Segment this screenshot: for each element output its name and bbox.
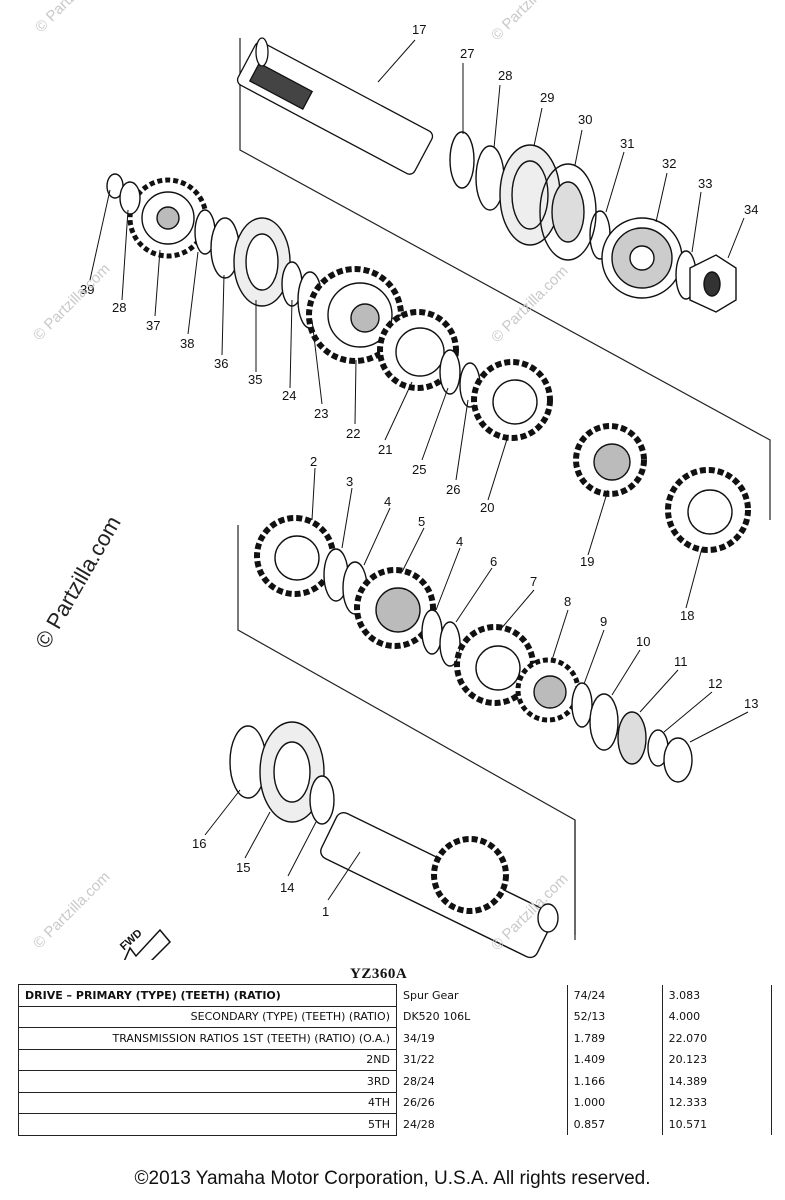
callout-number: 5: [418, 514, 425, 529]
spec-ratio: 10.571: [661, 1113, 773, 1135]
lower-gear-set: [254, 515, 693, 783]
callout-number: 22: [346, 426, 360, 441]
copyright-notice: ©2013 Yamaha Motor Corporation, U.S.A. A…: [134, 1168, 651, 1189]
callout-number: 13: [744, 696, 758, 711]
callout-number: 2: [310, 454, 317, 469]
callout-number: 39: [80, 282, 94, 297]
spec-label: 5TH: [18, 1113, 397, 1136]
drive-ratio-table: DRIVE – PRIMARY (TYPE) (TEETH) (RATIO)Sp…: [18, 984, 773, 1136]
callout-number: 36: [214, 356, 228, 371]
callout-number: 17: [412, 22, 426, 37]
callout-number: 34: [744, 202, 758, 217]
spec-ratio: 14.389: [661, 1070, 773, 1092]
spec-value: 34/19: [396, 1027, 568, 1049]
callout-number: 4: [456, 534, 463, 549]
callout-number: 31: [620, 136, 634, 151]
spec-value: Spur Gear: [396, 984, 568, 1006]
callout-number: 35: [248, 372, 262, 387]
callout-number: 26: [446, 482, 460, 497]
callout-number: 10: [636, 634, 650, 649]
callout-number: 32: [662, 156, 676, 171]
spec-row: SECONDARY (TYPE) (TEETH) (RATIO)DK520 10…: [18, 1005, 773, 1028]
callout-number: 25: [412, 462, 426, 477]
callout-number: 7: [530, 574, 537, 589]
spec-label: DRIVE – PRIMARY (TYPE) (TEETH) (RATIO): [18, 984, 397, 1007]
spec-ratio: 12.333: [661, 1092, 773, 1114]
spec-label: SECONDARY (TYPE) (TEETH) (RATIO): [18, 1005, 397, 1028]
main-axle: [236, 37, 434, 175]
spec-label: 2ND: [18, 1048, 397, 1071]
callout-number: 20: [480, 500, 494, 515]
callout-number: 1: [322, 904, 329, 919]
leader-lines: [89, 39, 749, 901]
model-title: YZ360A: [350, 966, 408, 982]
spec-ratio: 4.000: [661, 1006, 773, 1028]
spec-value: 28/24: [396, 1070, 568, 1092]
spec-label: 3RD: [18, 1070, 397, 1093]
spec-teeth: 1.789: [566, 1027, 663, 1049]
spec-value: 24/28: [396, 1113, 568, 1135]
upper-bearings: [449, 131, 611, 261]
callout-number: 6: [490, 554, 497, 569]
callout-number: 37: [146, 318, 160, 333]
callout-number: 9: [600, 614, 607, 629]
spec-ratio: 22.070: [661, 1027, 773, 1049]
callout-number: 12: [708, 676, 722, 691]
spec-ratio: 20.123: [661, 1049, 773, 1071]
callout-labels: 1727282930313233343928373836352423222125…: [80, 22, 758, 919]
callout-number: 29: [540, 90, 554, 105]
callout-number: 15: [236, 860, 250, 875]
upper-gear-set: [106, 173, 751, 553]
callout-number: 14: [280, 880, 294, 895]
spec-row: DRIVE – PRIMARY (TYPE) (TEETH) (RATIO)Sp…: [18, 984, 773, 1007]
callout-number: 33: [698, 176, 712, 191]
spec-teeth: 1.000: [566, 1092, 663, 1114]
callout-number: 38: [180, 336, 194, 351]
callout-number: 3: [346, 474, 353, 489]
spec-value: 26/26: [396, 1092, 568, 1114]
callout-number: 19: [580, 554, 594, 569]
spec-teeth: 1.409: [566, 1049, 663, 1071]
callout-number: 24: [282, 388, 296, 403]
spec-value: DK520 106L: [396, 1006, 568, 1028]
callout-number: 18: [680, 608, 694, 623]
callout-number: 16: [192, 836, 206, 851]
exploded-parts-diagram: 1727282930313233343928373836352423222125…: [80, 22, 771, 960]
callout-number: 28: [498, 68, 512, 83]
callout-number: 21: [378, 442, 392, 457]
spec-teeth: 0.857: [566, 1113, 663, 1135]
spec-ratio: 3.083: [661, 984, 773, 1006]
callout-number: 27: [460, 46, 474, 61]
callout-number: 4: [384, 494, 391, 509]
spec-teeth: 52/13: [566, 1006, 663, 1028]
spec-value: 31/22: [396, 1049, 568, 1071]
callout-number: 8: [564, 594, 571, 609]
spec-row: TRANSMISSION RATIOS 1ST (TEETH) (RATIO) …: [18, 1027, 773, 1050]
lower-shaft: [229, 721, 559, 959]
spec-teeth: 1.166: [566, 1070, 663, 1092]
callout-number: 11: [674, 654, 688, 669]
callout-number: 30: [578, 112, 592, 127]
drive-sprocket: [601, 217, 683, 299]
fwd-arrow: [123, 928, 172, 960]
lock-washer-and-nut: [675, 250, 737, 313]
spec-label: TRANSMISSION RATIOS 1ST (TEETH) (RATIO) …: [18, 1027, 397, 1050]
spec-label: 4TH: [18, 1091, 397, 1114]
upper-frame-line: [239, 38, 771, 520]
callout-number: 23: [314, 406, 328, 421]
callout-number: 28: [112, 300, 126, 315]
spec-teeth: 74/24: [566, 984, 663, 1006]
